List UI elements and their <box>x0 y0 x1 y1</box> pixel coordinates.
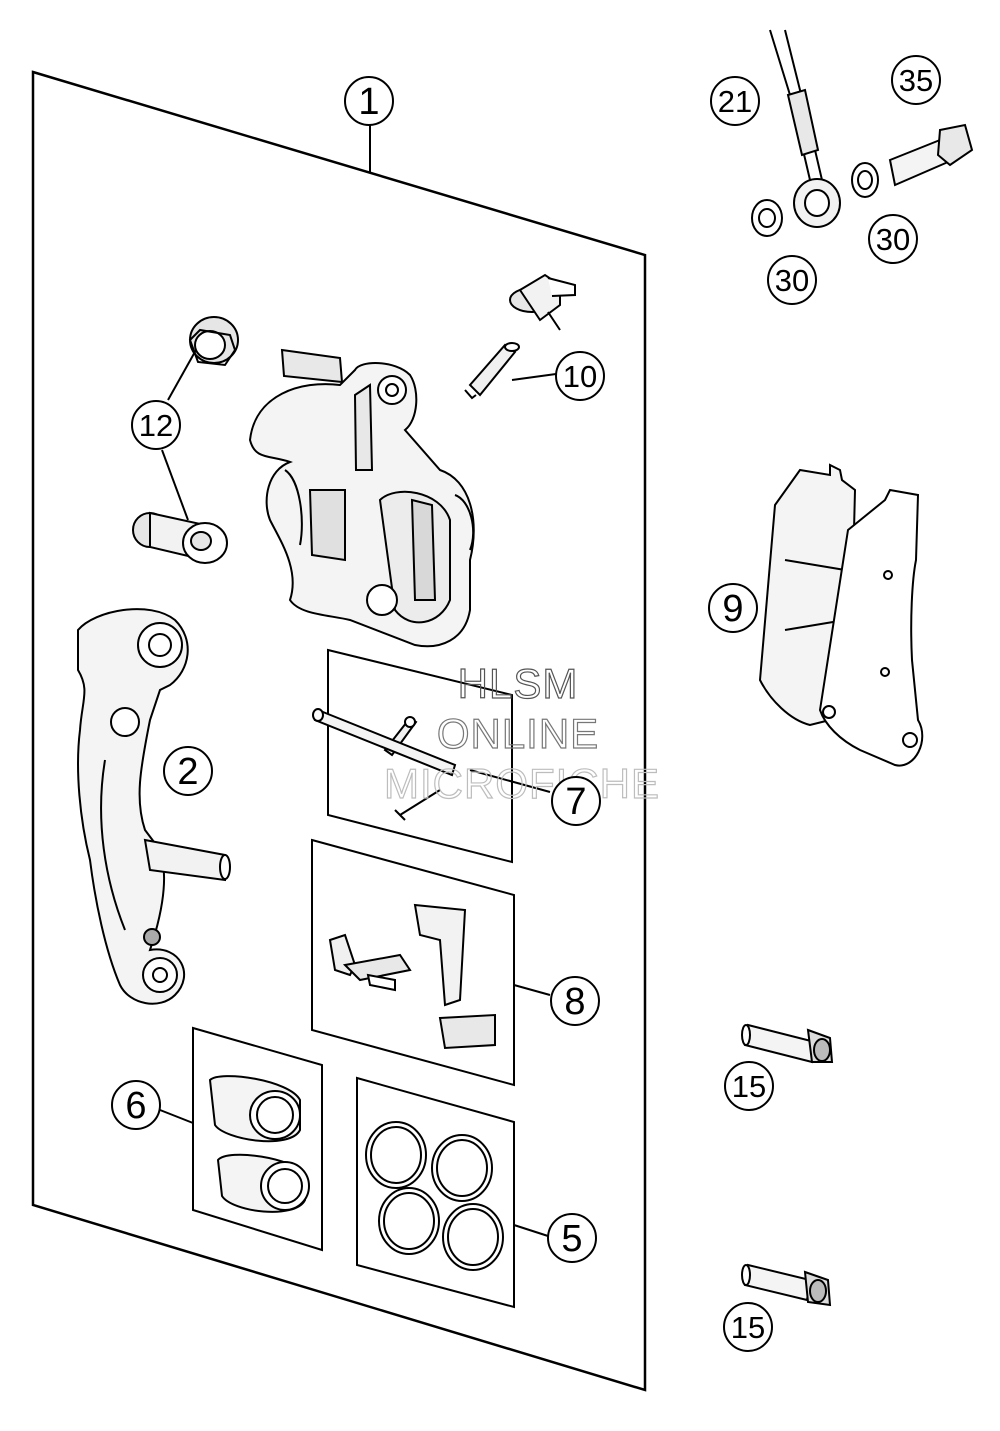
callout-10: 10 <box>555 351 605 401</box>
callout-label: 30 <box>775 263 809 298</box>
callout-label: 21 <box>718 84 752 119</box>
watermark-line-2: ONLINE <box>437 710 599 757</box>
piston-kit-panel <box>159 1026 323 1252</box>
caliper-bracket <box>77 608 231 1005</box>
callout-35: 35 <box>891 55 941 105</box>
mounting-bolt-upper <box>741 1023 834 1064</box>
callout-label: 12 <box>139 408 173 443</box>
callout-7: 7 <box>551 776 601 826</box>
callout-label: 10 <box>563 359 597 394</box>
callout-30-right: 30 <box>868 214 918 264</box>
callout-15-lower: 15 <box>723 1302 773 1352</box>
callout-label: 2 <box>177 751 198 793</box>
callout-label: 15 <box>731 1310 765 1345</box>
callout-label: 5 <box>561 1218 582 1260</box>
spring-kit-panel <box>311 838 551 1087</box>
callout-1: 1 <box>344 76 394 126</box>
watermark: HLSM ONLINE MICROFICHE <box>383 659 660 807</box>
callout-label: 1 <box>358 81 379 123</box>
callout-label: 30 <box>876 222 910 257</box>
brake-caliper-body <box>248 348 475 648</box>
callout-9: 9 <box>708 583 758 633</box>
callout-label: 35 <box>899 63 933 98</box>
callout-8: 8 <box>550 976 600 1026</box>
watermark-line-1: HLSM <box>458 660 579 707</box>
callout-15-upper: 15 <box>724 1061 774 1111</box>
guide-pin-and-boot <box>132 316 239 564</box>
callout-6: 6 <box>111 1080 161 1130</box>
callout-21: 21 <box>710 76 760 126</box>
callout-5: 5 <box>547 1213 597 1263</box>
brake-pads <box>758 463 924 767</box>
callout-label: 9 <box>722 588 743 630</box>
callout-12: 12 <box>131 400 181 450</box>
callout-label: 6 <box>125 1085 146 1127</box>
mounting-bolt-lower <box>741 1263 832 1307</box>
brake-line-banjo <box>751 29 974 237</box>
callout-label: 15 <box>732 1069 766 1104</box>
seal-kit-panel <box>356 1076 549 1309</box>
callout-2: 2 <box>163 746 213 796</box>
watermark-line-3: MICROFICHE <box>384 760 660 807</box>
callout-label: 7 <box>565 781 586 823</box>
pin-kit-panel <box>312 648 551 864</box>
callout-30-left: 30 <box>767 255 817 305</box>
bleed-screw <box>464 273 576 400</box>
callout-label: 8 <box>564 981 585 1023</box>
